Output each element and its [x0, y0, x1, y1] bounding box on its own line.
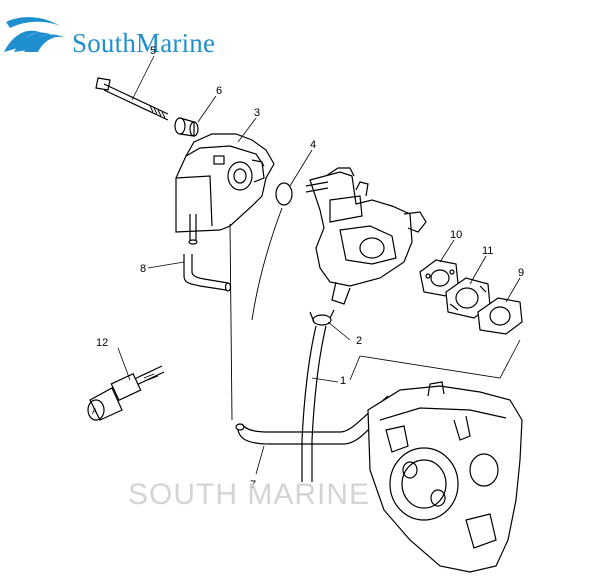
- collar-part: [174, 117, 199, 137]
- callout-3: 3: [254, 107, 260, 119]
- gasket-part: [477, 297, 523, 335]
- callout-7: 7: [250, 479, 256, 491]
- routing-line: [229, 223, 233, 421]
- callout-1: 1: [340, 375, 346, 387]
- hose-elbow-part: [183, 254, 232, 292]
- brand-name: SouthMarine: [72, 28, 216, 58]
- assembly-boundary: [349, 339, 521, 381]
- callout-11: 11: [482, 245, 493, 257]
- callout-5: 5: [150, 45, 156, 57]
- hose-clip-part: [309, 309, 335, 326]
- fuel-tank-part: [175, 133, 275, 245]
- o-ring-part: [275, 182, 293, 206]
- wave-logo-icon: [4, 17, 66, 52]
- svg-text:A: A: [92, 407, 98, 416]
- gasket-insulator-part: [419, 259, 459, 297]
- callout-4: 4: [310, 139, 316, 151]
- carburetor-part: [305, 167, 427, 305]
- crankcase-part: [367, 381, 523, 573]
- callout-12: 12: [96, 337, 108, 349]
- callout-9: 9: [518, 267, 524, 279]
- bolt-part: [95, 77, 169, 121]
- callout-8: 8: [140, 263, 146, 275]
- callout-2: 2: [356, 335, 362, 347]
- choke-knob-part: A: [87, 365, 165, 421]
- watermark-text: SOUTH MARINE: [128, 478, 371, 511]
- leader-lines: [117, 55, 521, 475]
- callout-10: 10: [450, 229, 462, 241]
- callout-6: 6: [216, 85, 222, 97]
- fuel-hose-part: [301, 325, 327, 482]
- callout-labels: 5 6 3 4 10 11 9 8 2 12 1 7: [96, 45, 524, 491]
